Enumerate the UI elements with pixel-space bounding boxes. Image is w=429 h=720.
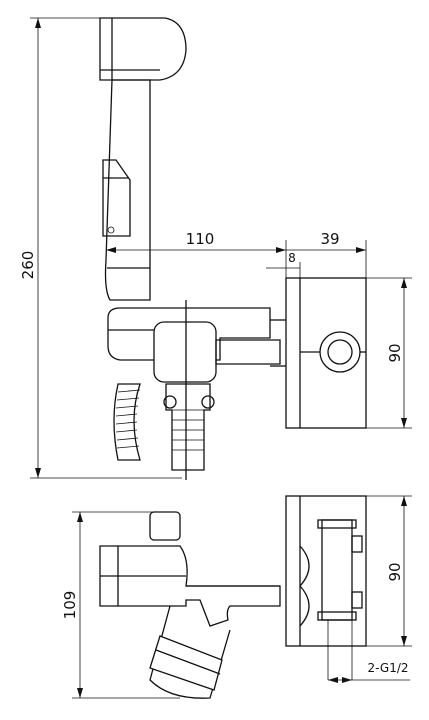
- dim-110-label: 110: [186, 230, 215, 248]
- side-view: 260: [19, 17, 412, 480]
- dim-90-side: 90: [366, 277, 412, 429]
- wall-box-top: [285, 495, 367, 647]
- dim-260: 260: [19, 17, 182, 479]
- shower-head: [99, 17, 187, 301]
- dim-260-label: 260: [19, 251, 37, 280]
- dim-8-label: 8: [288, 251, 296, 265]
- dim-90-side-label: 90: [386, 343, 404, 362]
- top-view: 109: [61, 495, 412, 699]
- valve-body: [107, 300, 286, 480]
- dim-109: 109: [61, 511, 180, 699]
- wall-box-side: [285, 277, 367, 429]
- valve-body-top: [99, 511, 281, 699]
- hose: [113, 383, 141, 461]
- dim-109-label: 109: [61, 591, 79, 620]
- connection-label: 2-G1/2: [367, 661, 408, 675]
- dim-90-bottom-label: 90: [386, 562, 404, 581]
- connection-callout: 2-G1/2: [327, 620, 410, 683]
- dim-90-bottom: 90: [366, 495, 412, 647]
- dims-horizontal: 110 39 8: [106, 230, 367, 278]
- outlet: [163, 383, 215, 471]
- dim-39-label: 39: [320, 230, 339, 248]
